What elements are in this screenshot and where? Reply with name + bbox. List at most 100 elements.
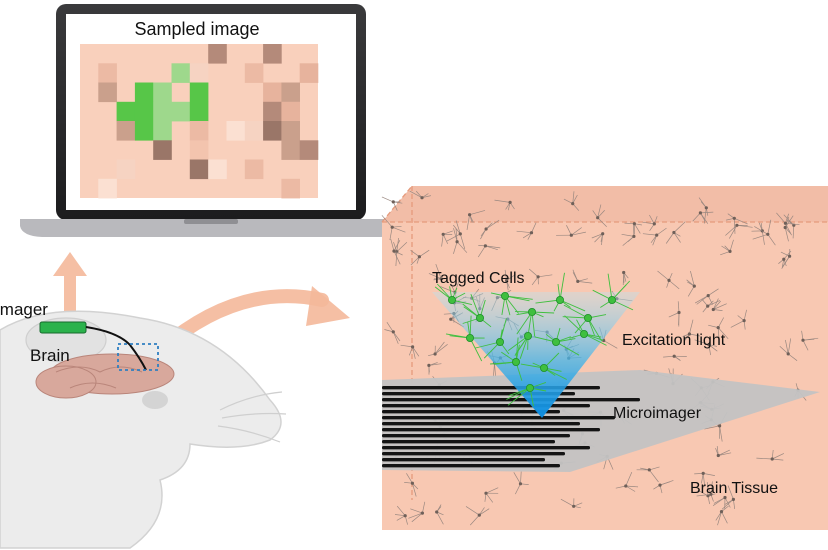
sampled-image-pixels [98, 44, 319, 199]
neuron-branch [727, 485, 734, 500]
neuron-branch [514, 483, 521, 495]
tissue-neuron [715, 446, 732, 458]
tissue-neuron [712, 495, 731, 509]
neuron-branch [733, 218, 736, 234]
neuron-soma [652, 222, 656, 226]
neuron-branch [677, 301, 680, 313]
tagged-cell-branch [531, 311, 536, 337]
neuron-soma [706, 304, 710, 308]
neuron-branch [571, 227, 582, 236]
neuron-branch [690, 270, 695, 287]
tissue-neuron [390, 239, 403, 265]
neuron-branch [392, 226, 406, 233]
neuron-soma [392, 249, 396, 253]
neuron-branch [717, 327, 720, 339]
tissue-neuron [592, 204, 607, 227]
image-pixel [281, 101, 300, 122]
neuron-branch [485, 245, 501, 249]
tagged-cell [515, 307, 555, 337]
tissue-neuron [698, 197, 709, 224]
neuron-branch [396, 505, 406, 516]
neuron-branch [560, 498, 574, 507]
neuron-soma [571, 202, 575, 206]
neuron-branch [393, 240, 401, 252]
neuron-branch [708, 344, 718, 352]
tissue-neuron [725, 223, 753, 239]
mouse [0, 310, 287, 549]
neuron-branch [624, 222, 635, 225]
neuron-branch [717, 327, 729, 340]
neuron-branch [708, 324, 719, 328]
neuron-branch [702, 473, 706, 488]
tissue-neuron [513, 471, 529, 495]
tagged-cell-branch [559, 299, 586, 312]
neuron-branch [409, 190, 423, 199]
neuron-branch [692, 212, 701, 222]
neuron-branch [785, 339, 789, 354]
neuron-soma [655, 233, 659, 237]
neuron-soma [711, 307, 715, 312]
tissue-block [381, 185, 828, 530]
microimager-device [39, 321, 87, 334]
tissue-neuron [694, 471, 715, 488]
tagged-cell [490, 337, 523, 381]
neuron-branch [453, 241, 458, 255]
neuron-branch [717, 511, 722, 526]
tissue-neuron [480, 219, 500, 240]
tissue-neuron [694, 288, 719, 305]
neuron-branch [708, 344, 711, 356]
neuron-branch [622, 272, 625, 286]
neuron-soma [596, 216, 600, 220]
neuron-soma [658, 483, 662, 487]
neuron-branch [665, 232, 675, 244]
tagged-cell-branch [508, 335, 529, 351]
image-pixel [299, 63, 319, 83]
laptop-hinge-notch [184, 219, 238, 224]
electrode-line [382, 416, 615, 420]
tissue-neuron [435, 504, 444, 525]
image-pixel [281, 82, 300, 103]
neuron-branch [772, 453, 785, 460]
tissue-neuron [780, 248, 792, 269]
neuron-branch [396, 515, 406, 521]
neuron-branch [785, 213, 790, 224]
neuron-branch [772, 458, 784, 461]
image-pixel [244, 159, 264, 180]
neuron-soma [782, 257, 786, 261]
neuron-soma [477, 513, 481, 517]
neuron-branch [440, 286, 456, 293]
tissue-neuron [636, 466, 660, 483]
tissue-neuron [776, 212, 800, 236]
neuron-soma [439, 277, 443, 281]
neuron-branch [689, 319, 694, 335]
tissue-neuron [615, 471, 639, 492]
tissue-neuron [409, 190, 431, 200]
tagged-cell-soma [475, 313, 484, 322]
tissue-neuron [642, 214, 658, 231]
image-pixel [299, 140, 319, 160]
neuron-branch [434, 344, 448, 355]
neuron-branch [713, 497, 726, 504]
neuron-soma [719, 510, 724, 514]
neuron-branch [406, 473, 413, 484]
neuron-branch [656, 227, 667, 236]
neuron-branch [393, 241, 398, 252]
neuron-soma [601, 232, 605, 236]
neuron-branch [694, 295, 709, 304]
neuron-soma [632, 222, 637, 226]
image-pixel [263, 121, 282, 141]
neuron-soma [709, 492, 713, 496]
neuron-branch [436, 511, 444, 525]
image-pixel [208, 44, 227, 64]
neuron-branch [784, 227, 789, 242]
tissue-neuron [621, 224, 636, 246]
neuron-soma [403, 514, 407, 518]
neuron-branch [386, 322, 394, 333]
tagged-cell-branch [607, 273, 613, 301]
tagged-cell-branch [559, 272, 565, 301]
neuron-branch [717, 317, 725, 328]
neuron-branch [686, 279, 695, 287]
tagged-cell-soma [495, 337, 504, 346]
tagged-cell-soma [524, 331, 533, 340]
tagged-cell [562, 304, 607, 342]
